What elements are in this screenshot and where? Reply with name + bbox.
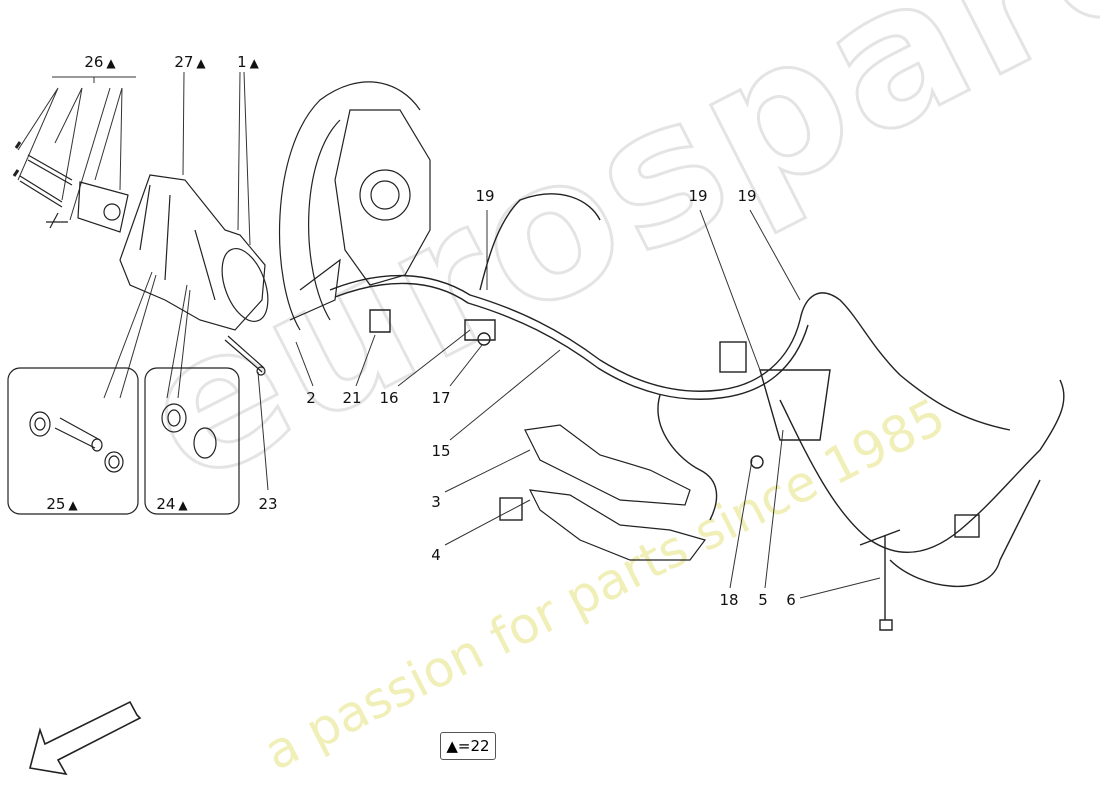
callout-number: 25 xyxy=(46,495,66,513)
callout-1: 1▲ xyxy=(237,53,259,71)
callout-6: 6 xyxy=(786,591,796,609)
callout-18: 18 xyxy=(719,591,738,609)
callout-number: 2 xyxy=(306,389,316,407)
callout-number: 18 xyxy=(719,591,739,609)
inset-box-25 xyxy=(7,367,139,515)
callout-26: 26▲ xyxy=(84,53,115,71)
callout-15: 15 xyxy=(431,442,450,460)
callout-number: 19 xyxy=(737,187,757,205)
triangle-marker-icon: ▲ xyxy=(68,498,78,512)
caliper xyxy=(119,174,269,376)
callout-number: 19 xyxy=(688,187,708,205)
callout-number: 24 xyxy=(156,495,176,513)
triangle-marker-icon: ▲ xyxy=(178,498,188,512)
triangle-marker-icon: ▲ xyxy=(249,56,259,70)
callout-19: 19 xyxy=(737,187,756,205)
inset-parts xyxy=(29,403,217,473)
pad-kit xyxy=(12,141,129,233)
legend-text: ▲=22 xyxy=(446,737,490,755)
callout-2: 2 xyxy=(306,389,316,407)
triangle-marker-icon: ▲ xyxy=(196,56,206,70)
callout-number: 19 xyxy=(475,187,495,205)
callout-number: 4 xyxy=(431,546,441,564)
callout-25: 25▲ xyxy=(46,495,77,513)
callout-4: 4 xyxy=(431,546,441,564)
callout-number: 5 xyxy=(758,591,768,609)
callout-number: 26 xyxy=(84,53,104,71)
callout-number: 3 xyxy=(431,493,441,511)
arrow-down-left-icon xyxy=(29,700,142,776)
callout-17: 17 xyxy=(431,389,450,407)
callout-number: 27 xyxy=(174,53,194,71)
callout-3: 3 xyxy=(431,493,441,511)
callout-16: 16 xyxy=(379,389,398,407)
legend-box: ▲=22 xyxy=(440,732,496,760)
callout-number: 21 xyxy=(342,389,362,407)
callout-23: 23 xyxy=(258,495,277,513)
leader-lines xyxy=(17,71,881,599)
brake-disc-hub xyxy=(278,81,431,331)
callout-24: 24▲ xyxy=(156,495,187,513)
callout-19: 19 xyxy=(688,187,707,205)
callout-number: 1 xyxy=(237,53,247,71)
wiring-harness xyxy=(329,193,1065,631)
callout-number: 23 xyxy=(258,495,278,513)
callout-21: 21 xyxy=(342,389,361,407)
inset-box-24 xyxy=(144,367,240,515)
callout-27: 27▲ xyxy=(174,53,205,71)
callout-number: 15 xyxy=(431,442,451,460)
callout-19: 19 xyxy=(475,187,494,205)
callout-5: 5 xyxy=(758,591,768,609)
callout-number: 17 xyxy=(431,389,451,407)
callout-number: 6 xyxy=(786,591,796,609)
callout-number: 16 xyxy=(379,389,399,407)
triangle-marker-icon: ▲ xyxy=(106,56,116,70)
heat-shields xyxy=(524,424,707,561)
